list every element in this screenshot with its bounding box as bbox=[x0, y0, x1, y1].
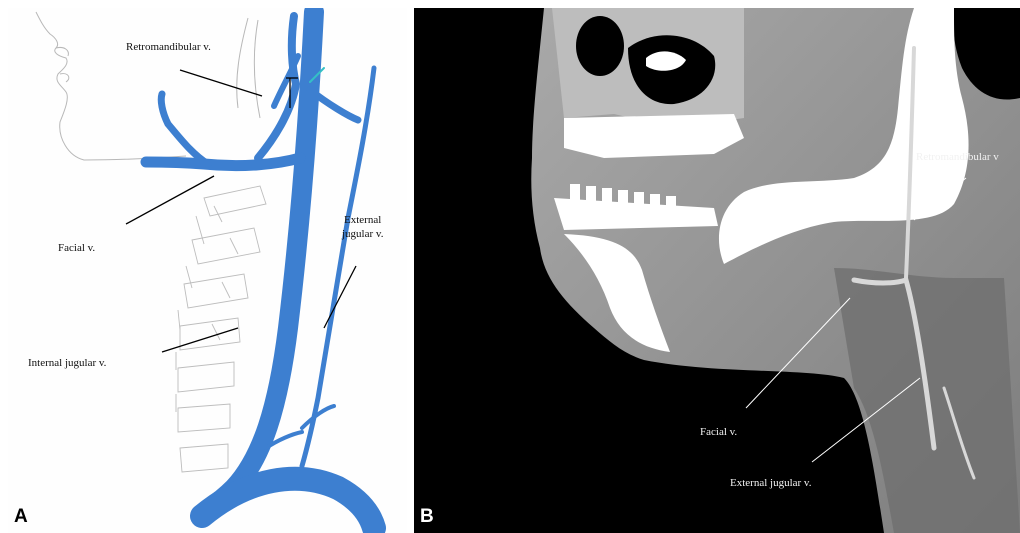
label-internal-jugular: Internal jugular v. bbox=[28, 357, 106, 370]
facial-vein bbox=[146, 158, 300, 166]
label-b-external-jugular: External jugular v. bbox=[730, 477, 811, 490]
label-external-line2: jugular v. bbox=[342, 228, 383, 241]
label-external-line1: External bbox=[344, 214, 381, 227]
face-sketch bbox=[36, 12, 260, 160]
spine-sketch bbox=[176, 186, 266, 472]
panel-letter-b: B bbox=[420, 507, 434, 527]
subclavian-vein bbox=[202, 479, 374, 528]
ct-scan-image bbox=[414, 8, 1020, 533]
label-facial: Facial v. bbox=[58, 242, 95, 255]
illustration-panel: Retromandibular v. Facial v. External ju… bbox=[8, 8, 407, 533]
label-b-facial: Facial v. bbox=[700, 426, 737, 439]
ct-scan-panel: Retromandibular v Facial v. External jug… bbox=[414, 8, 1020, 533]
panel-letter-a: A bbox=[14, 507, 28, 527]
vein-illustration bbox=[8, 8, 407, 533]
label-b-retromandibular: Retromandibular v bbox=[916, 151, 999, 164]
label-retromandibular: Retromandibular v. bbox=[126, 41, 211, 54]
